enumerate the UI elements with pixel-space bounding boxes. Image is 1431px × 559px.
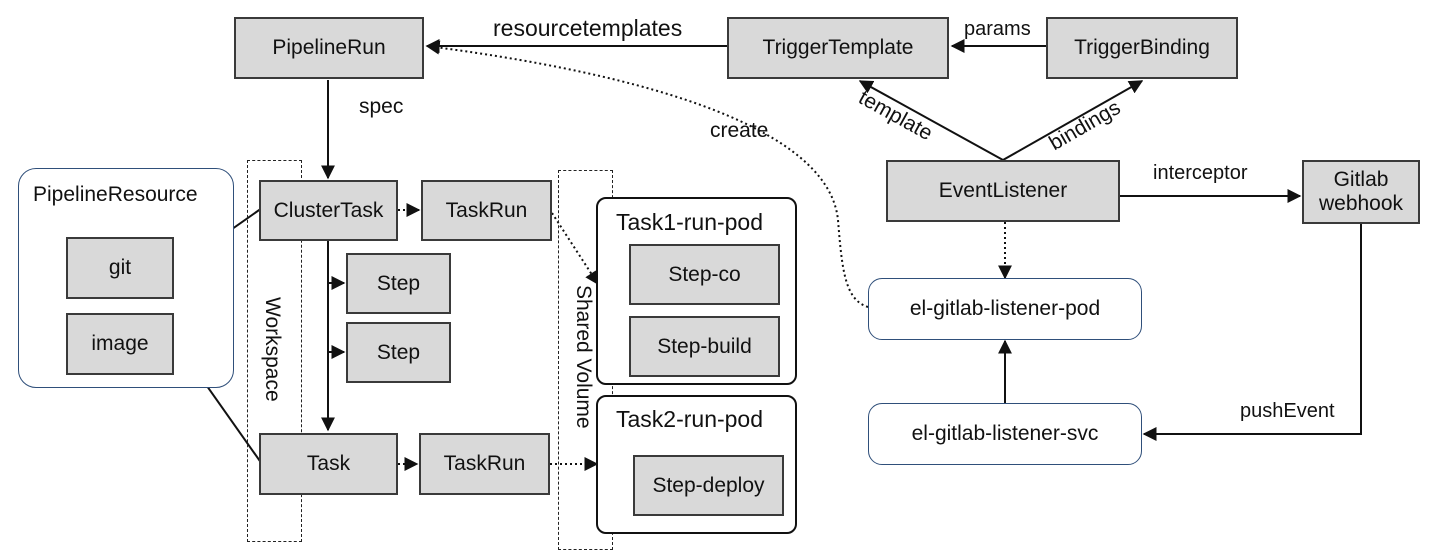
push-event-label: pushEvent bbox=[1240, 400, 1335, 422]
step-1-node: Step bbox=[346, 253, 451, 314]
template-arrow bbox=[858, 80, 1004, 161]
step-2-node: Step bbox=[346, 322, 451, 383]
push-event-arrow bbox=[1142, 224, 1362, 441]
task1-run-pod-title: Task1-run-pod bbox=[616, 209, 764, 235]
taskrun-1-node: TaskRun bbox=[421, 180, 552, 241]
trigger-template-node: TriggerTemplate bbox=[727, 17, 949, 79]
resourcetemplates-label: resourcetemplates bbox=[493, 15, 683, 41]
step-build-node: Step-build bbox=[629, 316, 780, 377]
create-dotted-arrow bbox=[425, 40, 869, 308]
create-label: create bbox=[710, 119, 769, 142]
task-node: Task bbox=[259, 433, 398, 495]
event-listener-node: EventListener bbox=[886, 160, 1120, 222]
shared-volume-label: Shared Volume bbox=[572, 285, 595, 429]
step-co-node: Step-co bbox=[629, 244, 780, 305]
trigger-binding-node: TriggerBinding bbox=[1046, 17, 1238, 79]
interceptor-label: interceptor bbox=[1153, 162, 1248, 184]
pipeline-run-node: PipelineRun bbox=[234, 17, 424, 79]
step-deploy-node: Step-deploy bbox=[633, 455, 784, 516]
workspace-label: Workspace bbox=[261, 297, 284, 402]
spec-label: spec bbox=[359, 95, 404, 118]
task2-run-pod-title: Task2-run-pod bbox=[616, 406, 764, 432]
workspace-region bbox=[247, 160, 302, 542]
pipeline-resource-title: PipelineResource bbox=[33, 183, 198, 206]
gitlab-webhook-label: Gitlab webhook bbox=[1318, 168, 1404, 215]
bindings-arrow bbox=[1002, 80, 1144, 161]
taskrun-2-node: TaskRun bbox=[419, 433, 550, 495]
image-node: image bbox=[66, 313, 174, 375]
git-node: git bbox=[66, 237, 174, 299]
listener-pod-node: el-gitlab-listener-pod bbox=[868, 278, 1142, 340]
taskrun-to-task1-pod-dotted-arrow bbox=[551, 212, 599, 286]
cluster-task-node: ClusterTask bbox=[259, 180, 398, 241]
listener-svc-node: el-gitlab-listener-svc bbox=[868, 403, 1142, 465]
params-label: params bbox=[964, 18, 1031, 40]
gitlab-webhook-node: Gitlab webhook bbox=[1302, 160, 1420, 224]
